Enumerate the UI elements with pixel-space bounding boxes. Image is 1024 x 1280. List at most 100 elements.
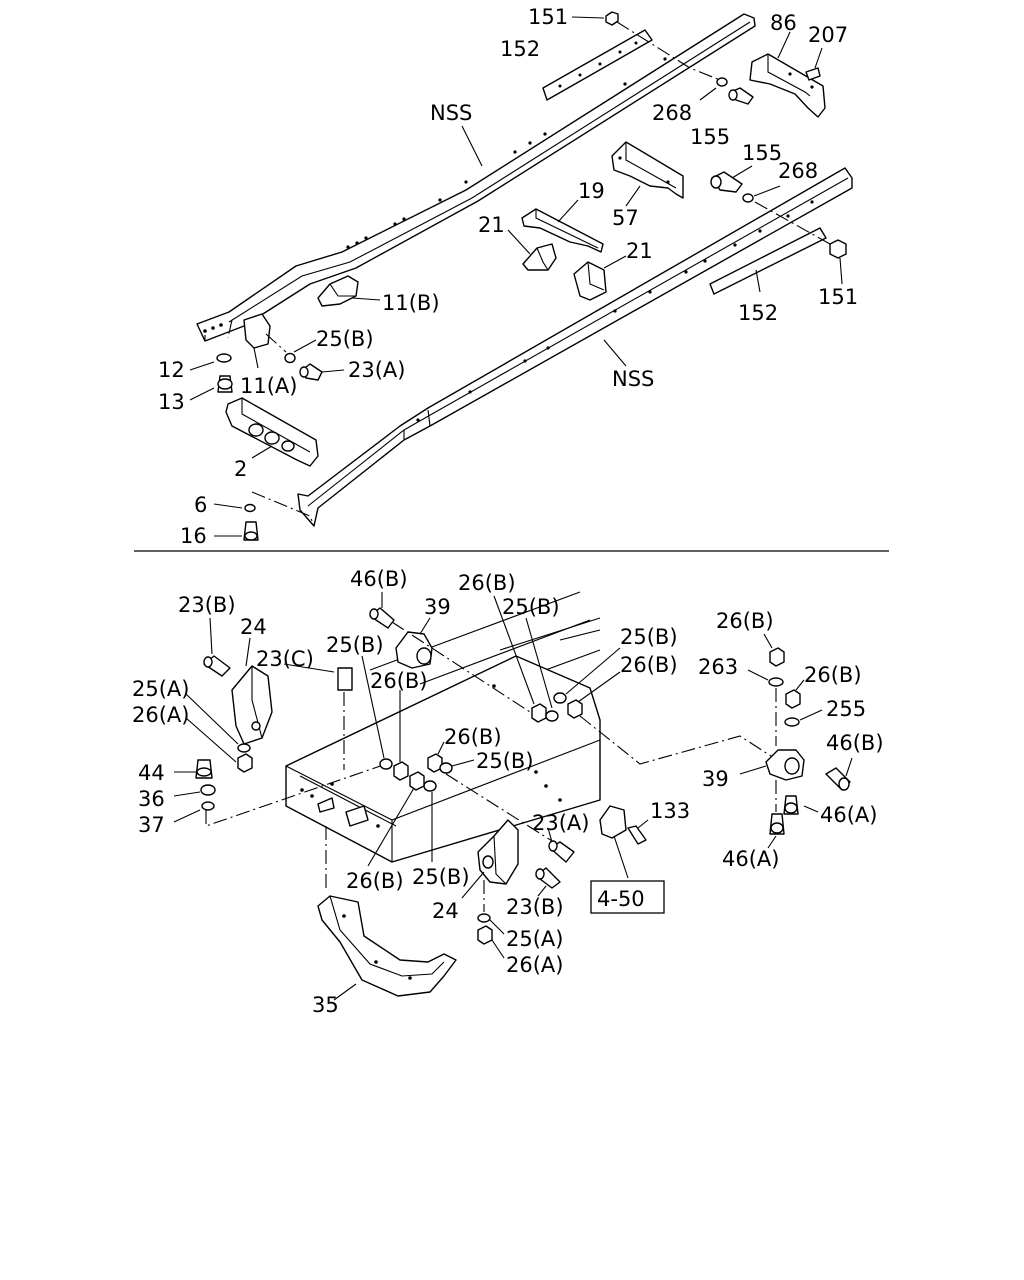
washer-25B-b xyxy=(553,647,621,704)
nut-26B-b xyxy=(567,671,775,765)
label-263: 263 xyxy=(698,655,738,679)
label-26B-c: 26(B) xyxy=(370,669,428,693)
label-151-right: 151 xyxy=(818,285,858,309)
bolt-46B-right xyxy=(825,757,853,791)
label-16: 16 xyxy=(180,524,207,548)
bracket-133 xyxy=(599,805,649,879)
callout-labels: 151 152 86 207 NSS 268 155 155 268 19 21… xyxy=(132,5,884,1017)
label-12: 12 xyxy=(158,358,185,382)
label-21-right: 21 xyxy=(626,239,653,263)
bolt-155-top xyxy=(728,87,754,105)
label-46A-r2: 46(A) xyxy=(722,847,779,871)
nut-26B-r2 xyxy=(785,679,805,709)
label-151-top: 151 xyxy=(528,5,568,29)
upper-filler-plate-152 xyxy=(542,29,653,101)
label-23A-mid: 23(A) xyxy=(532,811,589,835)
reference-box-4-50 xyxy=(590,880,665,914)
bracket-21-right xyxy=(573,255,627,301)
nut-36 xyxy=(173,784,216,797)
washer-25B-top xyxy=(265,333,317,364)
label-39-right: 39 xyxy=(702,767,729,791)
nut-26B-c xyxy=(393,690,409,781)
bolt-23A-top xyxy=(299,363,345,381)
label-26B-r1: 26(B) xyxy=(716,609,774,633)
washer-25B-e xyxy=(423,780,437,862)
crossmember-2 xyxy=(225,397,319,467)
bolt-13 xyxy=(189,375,233,401)
bolt-23B-left xyxy=(203,617,231,677)
label-44: 44 xyxy=(138,761,165,785)
label-86: 86 xyxy=(770,11,797,35)
label-26B-d: 26(B) xyxy=(444,725,502,749)
washer-268-right xyxy=(742,185,781,203)
bolt-23B-mid xyxy=(535,867,561,897)
label-26B-r2: 26(B) xyxy=(804,663,862,687)
label-26A-left: 26(A) xyxy=(132,703,189,727)
label-4-50: 4-50 xyxy=(597,887,645,911)
label-25A-mid: 25(A) xyxy=(506,927,563,951)
bolt-44 xyxy=(174,759,213,779)
nut-26A-left xyxy=(185,717,253,773)
label-2: 2 xyxy=(234,457,247,481)
label-26A-mid: 26(A) xyxy=(506,953,563,977)
label-21-left: 21 xyxy=(478,213,505,237)
label-24-left: 24 xyxy=(240,615,267,639)
label-155-top: 155 xyxy=(690,125,730,149)
label-13: 13 xyxy=(158,390,185,414)
label-23A-top: 23(A) xyxy=(348,358,405,382)
bolt-23C xyxy=(283,663,353,770)
bolt-16 xyxy=(214,491,315,541)
crossmember-19 xyxy=(521,199,604,253)
lower-rail-holes xyxy=(416,200,814,422)
label-25B-b: 25(B) xyxy=(620,625,678,649)
bolt-23A-mid xyxy=(547,827,575,863)
mount-39-right xyxy=(739,749,805,781)
bracket-21-left xyxy=(507,229,557,271)
lower-cab-mount-assembly xyxy=(173,591,853,1001)
upper-frame-assembly xyxy=(189,11,853,541)
label-25B-e: 25(B) xyxy=(412,865,470,889)
lower-side-rail xyxy=(297,167,853,527)
label-46B-top: 46(B) xyxy=(350,567,408,591)
label-46A-r1: 46(A) xyxy=(820,803,877,827)
lower-filler-plate-152 xyxy=(709,227,827,295)
upper-side-rail xyxy=(196,13,756,342)
washer-25A-left xyxy=(185,693,251,753)
label-25B-d: 25(B) xyxy=(476,749,534,773)
label-25B-c: 25(B) xyxy=(326,633,384,657)
washer-25A-mid xyxy=(477,880,505,935)
label-155-right: 155 xyxy=(742,141,782,165)
label-37: 37 xyxy=(138,813,165,837)
label-6: 6 xyxy=(194,493,207,517)
mount-39-top xyxy=(395,617,433,669)
crossmember-holes xyxy=(300,684,562,828)
washer-6 xyxy=(213,503,256,513)
label-35: 35 xyxy=(312,993,339,1017)
upper-rail-holes xyxy=(203,57,667,333)
label-36: 36 xyxy=(138,787,165,811)
crossmember-57 xyxy=(611,141,684,207)
bracket-86 xyxy=(749,31,826,118)
label-nss-upper: NSS xyxy=(430,101,472,125)
cab-bracket-35 xyxy=(317,826,457,1001)
label-152-top: 152 xyxy=(500,37,540,61)
bolt-155-right xyxy=(710,165,753,193)
washer-12 xyxy=(189,353,232,371)
washer-255 xyxy=(784,709,823,727)
bolt-46A-r2 xyxy=(767,780,785,849)
bolt-46A-r1 xyxy=(783,795,819,815)
washer-25B-a xyxy=(525,617,559,722)
label-255: 255 xyxy=(826,697,866,721)
nut-26A-mid xyxy=(477,925,505,959)
nut-26B-d xyxy=(427,741,445,773)
mount-bracket-24-mid xyxy=(461,819,519,899)
nut-151-upper xyxy=(571,11,721,81)
label-23B-mid: 23(B) xyxy=(506,895,564,919)
nut-26B-r1 xyxy=(763,633,785,667)
washer-263 xyxy=(747,669,784,746)
mount-bracket-24-left xyxy=(231,637,273,745)
nut-151-right xyxy=(754,201,847,285)
washer-37 xyxy=(173,761,393,827)
label-26B-a: 26(B) xyxy=(458,571,516,595)
